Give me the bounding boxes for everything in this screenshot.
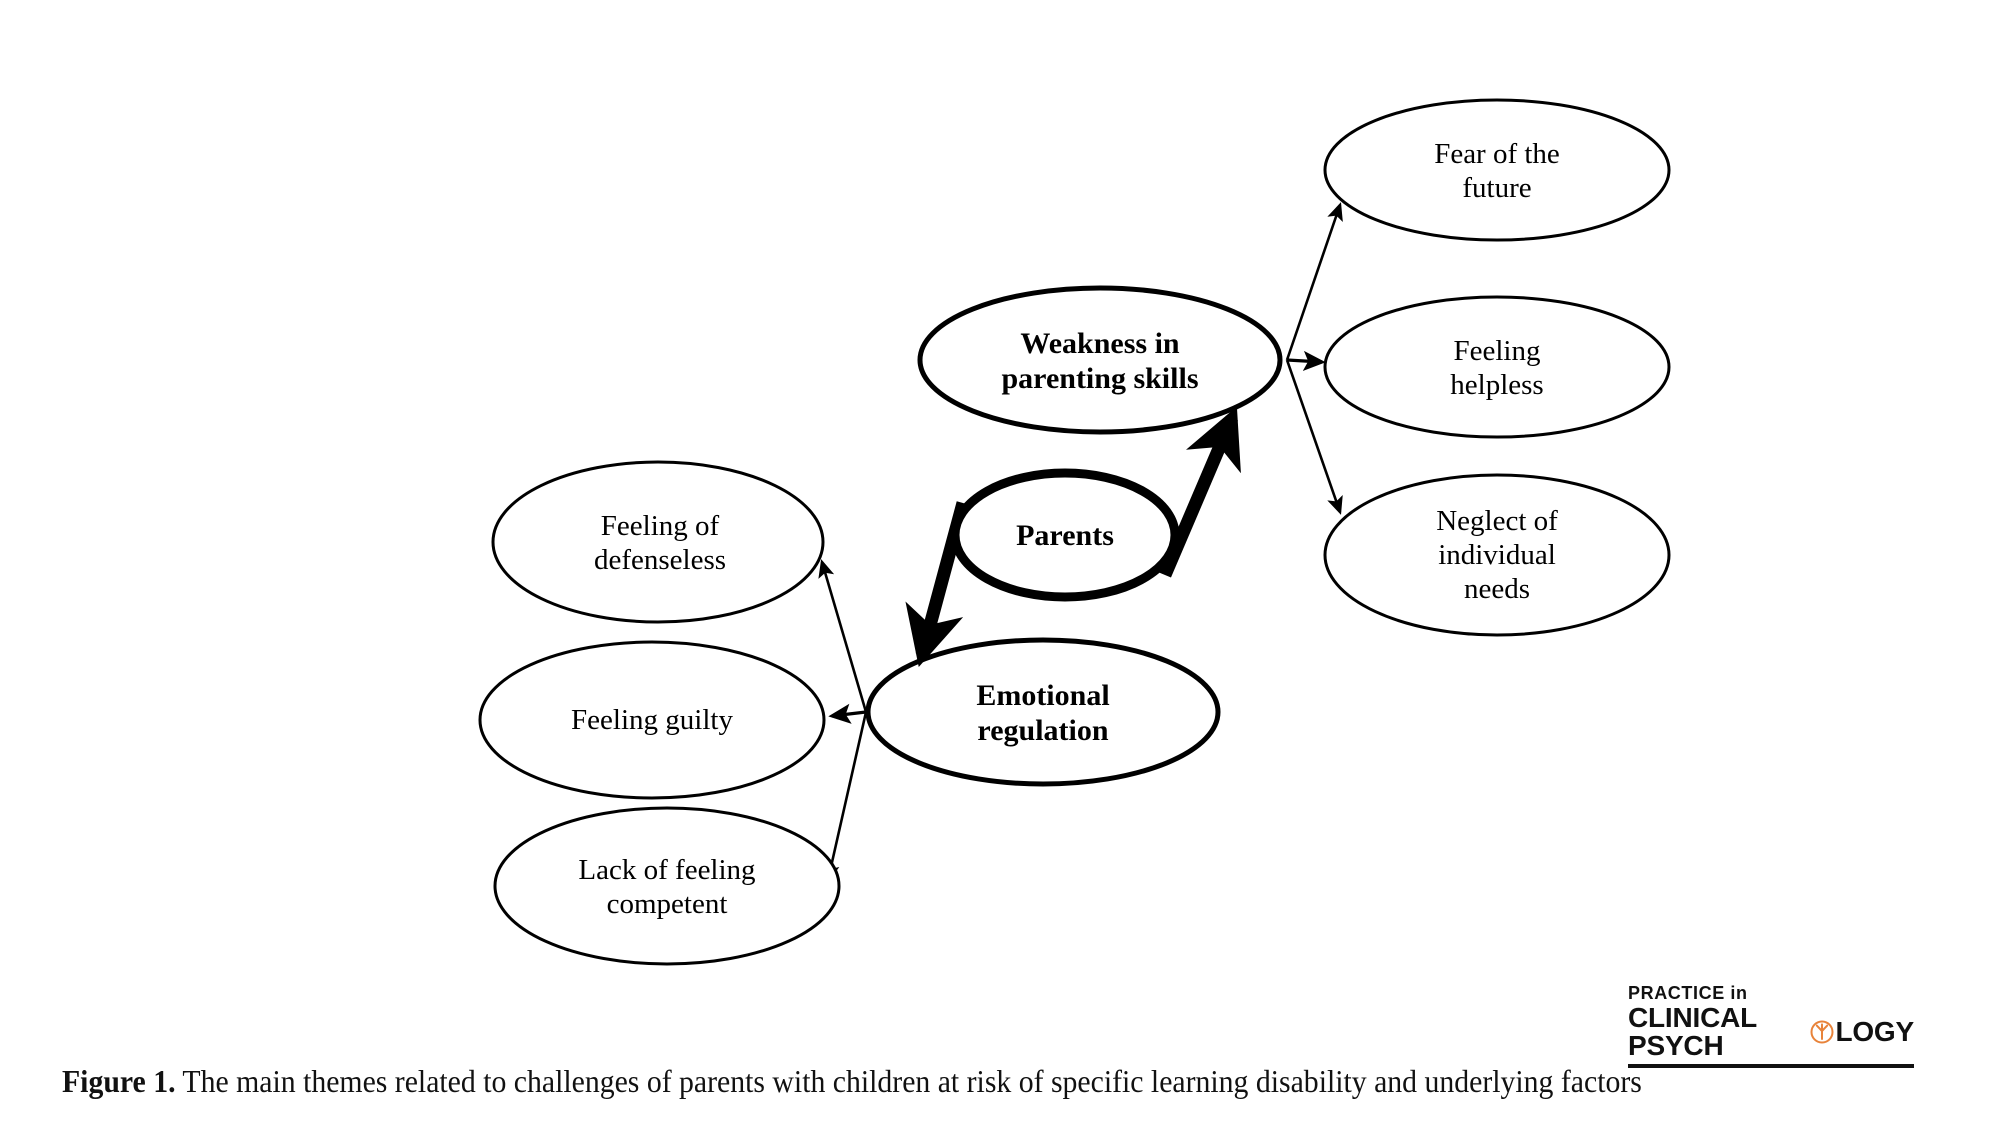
edge-weakness-to-feeling-helpless (1286, 350, 1326, 371)
node-feeling-helpless[interactable] (1323, 295, 1671, 439)
edge-emotional-regulation-to-feeling-of-defenseless (818, 559, 868, 713)
journal-logo: PRACTICE in CLINICAL PSYCH LOGY (1628, 984, 1914, 1068)
node-neglect-of-individual-needs[interactable] (1323, 473, 1671, 637)
node-lack-of-feeling-competent[interactable] (493, 806, 841, 966)
node-weakness-in-parenting-skills[interactable] (917, 285, 1283, 435)
figure-caption: Figure 1. The main themes related to cha… (62, 1062, 1829, 1100)
logo-underline (1628, 1064, 1914, 1068)
edge-group-right-fan (1285, 202, 1343, 515)
logo-line-practice-in: PRACTICE in (1628, 983, 1748, 1003)
edge-group-left-fan (818, 559, 868, 883)
logo-text-before: CLINICAL PSYCH (1628, 1002, 1757, 1061)
logo-text-after: LOGY (1835, 1016, 1914, 1047)
node-feeling-of-defenseless[interactable] (491, 460, 825, 624)
node-feeling-guilty[interactable] (478, 640, 826, 800)
edge-weakness-to-fear-of-the-future (1285, 202, 1343, 361)
concept-map-canvas (478, 98, 1671, 966)
figure-caption-text: The main themes related to challenges of… (175, 1063, 1642, 1099)
node-parents[interactable] (950, 468, 1180, 602)
edge-emotional-regulation-to-feeling-guilty (828, 703, 867, 724)
logo-line-clinical-psychology: CLINICAL PSYCH LOGY (1628, 1004, 1914, 1060)
edge-weakness-to-neglect-of-individual-needs (1285, 359, 1343, 515)
figure-caption-label: Figure 1. (62, 1063, 176, 1099)
node-emotional-regulation[interactable] (865, 637, 1221, 787)
node-fear-of-the-future[interactable] (1323, 98, 1671, 242)
edge-emotional-regulation-to-lack-of-feeling-competent (823, 711, 868, 883)
tree-person-icon (1810, 1020, 1834, 1044)
